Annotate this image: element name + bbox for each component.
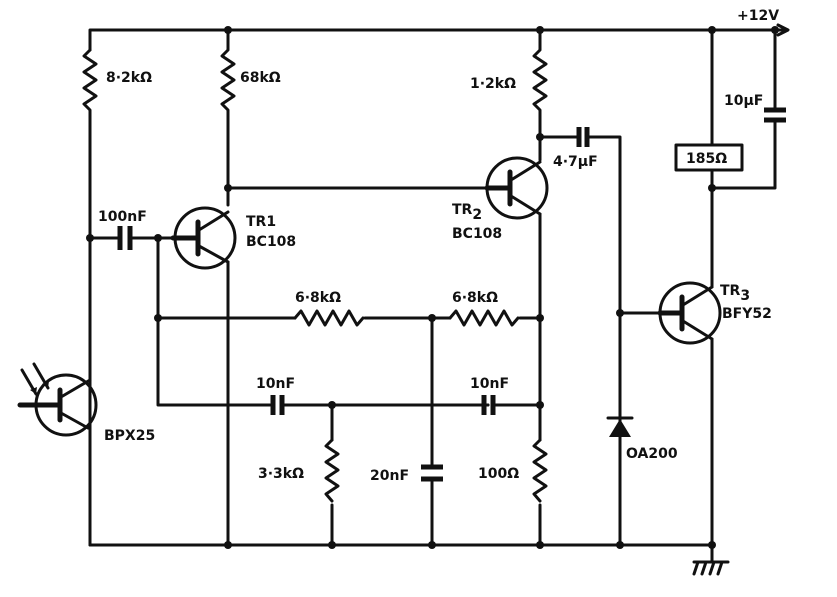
resistor-6k8-b [448, 309, 520, 327]
resistor-68k [220, 28, 236, 207]
diode-oa200 [606, 416, 634, 437]
label-tr2: TR2 [452, 202, 482, 223]
capacitor-20nF [421, 464, 443, 482]
capacitor-100nF [117, 226, 133, 250]
label-c1: 100nF [98, 209, 147, 225]
supply-label: +12V [737, 8, 779, 24]
label-tr1-type: BC108 [246, 234, 296, 250]
label-tr3: TR3 [720, 283, 750, 304]
capacitor-10uF [764, 107, 786, 123]
resistor-1k2 [532, 28, 548, 162]
label-r6: 3·3kΩ [258, 466, 304, 482]
label-tr2-type: BC108 [452, 226, 502, 242]
label-r1: 8·2kΩ [106, 70, 152, 86]
ground-symbol [692, 543, 730, 576]
resistor-185 [674, 143, 744, 172]
capacitor-4u7 [576, 127, 590, 147]
label-r3: 1·2kΩ [470, 76, 516, 92]
label-r8: 185Ω [686, 151, 727, 167]
label-c2: 4·7µF [553, 154, 598, 170]
light-arrows-icon [20, 362, 50, 396]
label-c6: 10µF [724, 93, 763, 109]
resistor-3k3 [324, 438, 340, 503]
junction-dots [86, 26, 779, 549]
label-tr3-type: BFY52 [722, 306, 772, 322]
transistor-tr2 [484, 156, 549, 220]
label-r5: 6·8kΩ [452, 290, 498, 306]
label-photo: BPX25 [104, 428, 155, 444]
resistor-100 [532, 438, 548, 503]
supply-rail [88, 28, 787, 52]
label-c4: 10nF [470, 376, 509, 392]
resistor-8k2 [82, 48, 98, 547]
label-r7: 100Ω [478, 466, 519, 482]
transistor-tr1 [170, 206, 237, 270]
label-diode: OA200 [626, 446, 678, 462]
transistor-tr3 [657, 281, 722, 345]
phototransistor-bpx25 [17, 373, 98, 437]
label-c5: 20nF [370, 468, 409, 484]
label-c3: 10nF [256, 376, 295, 392]
label-tr1: TR1 [246, 214, 276, 230]
resistor-6k8-a [293, 309, 365, 327]
supply-arrow [776, 23, 790, 37]
label-r2: 68kΩ [240, 70, 281, 86]
label-r4: 6·8kΩ [295, 290, 341, 306]
